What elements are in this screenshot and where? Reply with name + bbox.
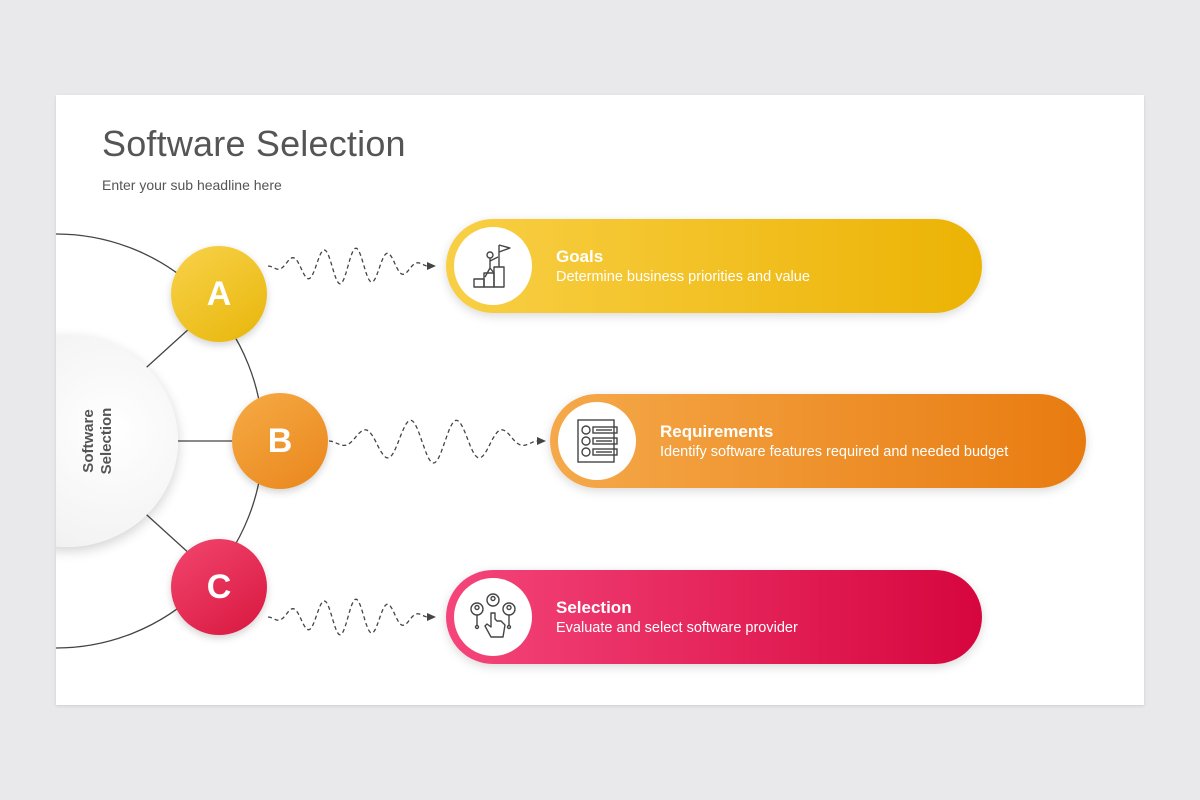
card-requirements-title: Requirements — [660, 422, 774, 441]
card-selection-title: Selection — [556, 598, 632, 617]
page-title: Software Selection — [102, 123, 406, 164]
card-goals-text: Goals Determine business priorities and … — [556, 247, 810, 287]
card-goals: Goals Determine business priorities and … — [446, 219, 982, 313]
card-requirements-text: Requirements Identify software features … — [660, 422, 1008, 462]
numbered-checklist-icon — [558, 402, 636, 480]
card-requirements: Requirements Identify software features … — [550, 394, 1086, 488]
card-goals-description: Determine business priorities and value — [556, 269, 810, 285]
arrowhead-a — [427, 262, 436, 270]
slide: Software Selection Enter your sub headli… — [56, 95, 1144, 705]
node-a: A — [171, 246, 267, 342]
card-goals-title: Goals — [556, 247, 604, 266]
connector-c — [267, 598, 429, 636]
arrowhead-b — [537, 437, 546, 445]
card-requirements-description: Identify software features required and … — [660, 444, 1009, 460]
page-subtitle: Enter your sub headline here — [102, 177, 282, 193]
flag-on-steps-icon — [454, 227, 532, 305]
connector-a — [267, 247, 429, 285]
card-selection-text: Selection Evaluate and select software p… — [556, 598, 798, 638]
card-selection-description: Evaluate and select software provider — [556, 620, 798, 636]
hand-selecting-people-icon — [454, 578, 532, 656]
node-c: C — [171, 539, 267, 635]
card-selection: Selection Evaluate and select software p… — [446, 570, 982, 664]
connector-b — [328, 419, 539, 464]
arrowhead-c — [427, 613, 436, 621]
node-b: B — [232, 393, 328, 489]
